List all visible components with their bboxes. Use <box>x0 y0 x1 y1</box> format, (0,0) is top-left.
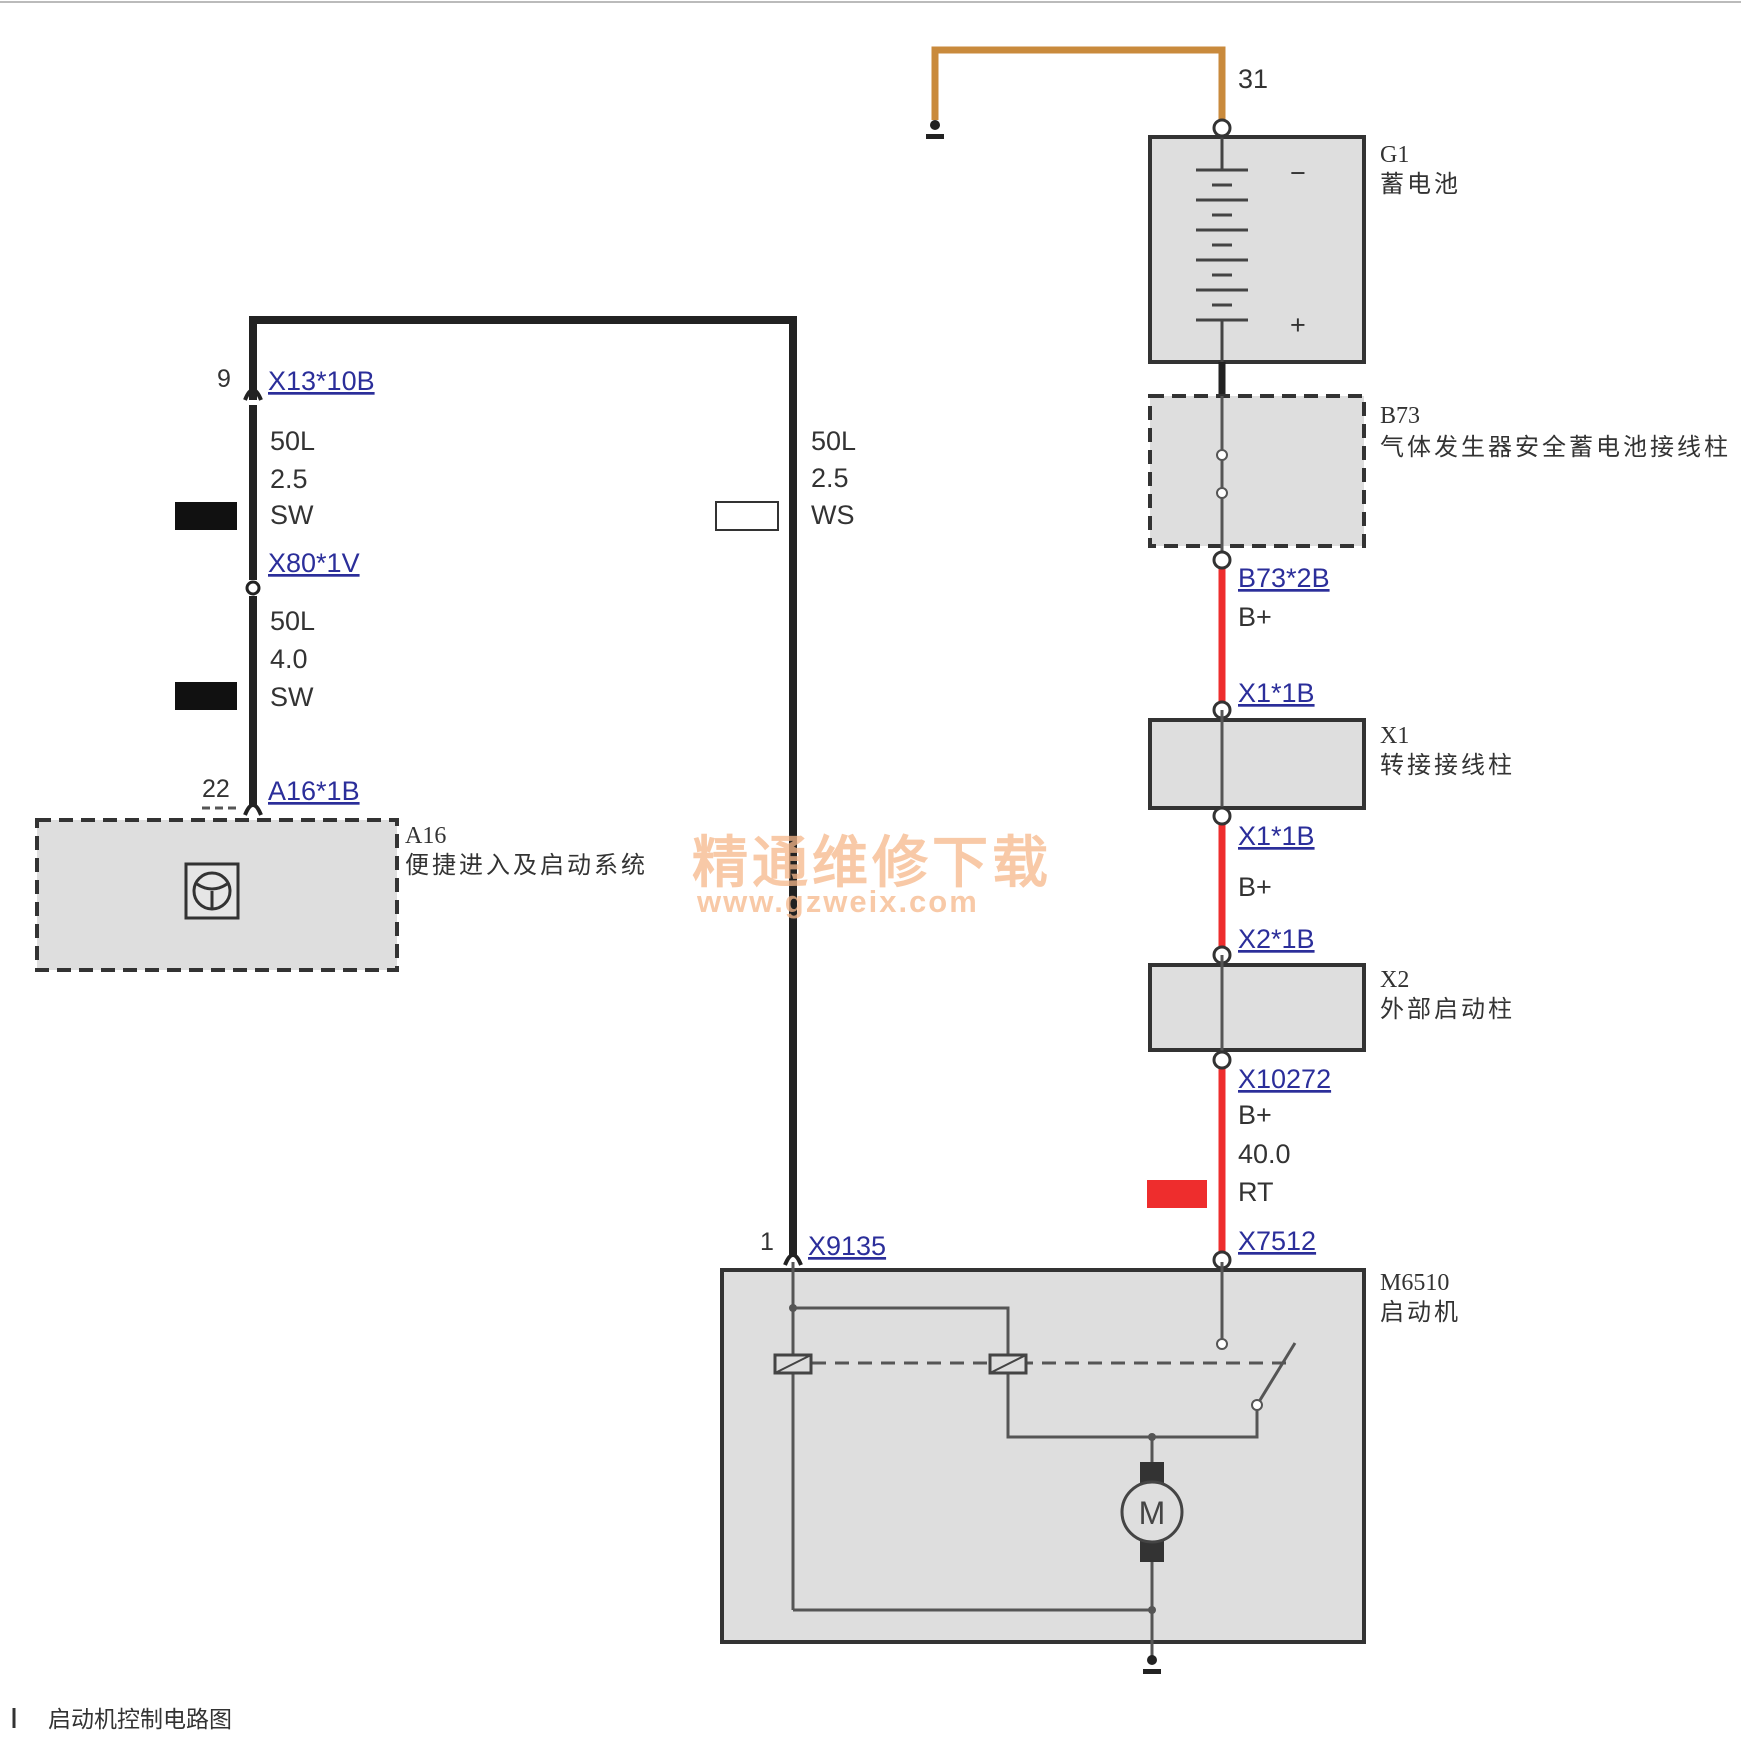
x1-name: 转接接线柱 <box>1380 752 1515 779</box>
junction-dot <box>789 1304 797 1312</box>
battery-icon <box>1196 137 1248 362</box>
x13-10b-label[interactable]: X13*10B <box>268 366 375 396</box>
x1-box[interactable] <box>1148 718 1366 810</box>
watermark-title: 精通维修下载 <box>692 831 1052 894</box>
red1-signal-label: B+ <box>1238 602 1272 632</box>
left-lower-color-label: SW <box>270 682 314 712</box>
x2-name: 外部启动柱 <box>1380 996 1515 1023</box>
b73-name: 气体发生器安全蓄电池接线柱 <box>1380 434 1731 461</box>
b73-2b-connector <box>1212 550 1232 570</box>
switch-pivot <box>1251 1399 1263 1411</box>
x13-10b-connector <box>243 388 263 401</box>
switch-contact <box>1216 1338 1228 1350</box>
x2-1b-label[interactable]: X2*1B <box>1238 924 1315 954</box>
red3-color-label: RT <box>1238 1177 1274 1207</box>
x13-10b-pin: 9 <box>217 365 231 393</box>
ground-icon <box>1143 1655 1161 1674</box>
battery-terminal-31 <box>1212 118 1232 138</box>
starter-id: M6510 <box>1380 1270 1449 1296</box>
x9135-connector <box>783 1253 803 1266</box>
left-upper-size-label: 2.5 <box>270 464 308 494</box>
x9135-pin: 1 <box>760 1228 774 1256</box>
steering-wheel-icon <box>184 862 240 920</box>
x1-1b-top-label[interactable]: X1*1B <box>1238 678 1315 708</box>
motor-icon <box>1120 1462 1184 1562</box>
relay-coil-icon <box>988 1353 1028 1375</box>
x1-1b-bottom-label[interactable]: X1*1B <box>1238 821 1315 851</box>
left-upper-signal-label: 50L <box>270 426 315 456</box>
battery-id: G1 <box>1380 142 1409 168</box>
x9135-label[interactable]: X9135 <box>808 1231 886 1261</box>
a16-1b-label[interactable]: A16*1B <box>268 776 360 806</box>
black-color-swatch <box>175 502 237 530</box>
watermark-url: www.gzweix.com <box>696 884 979 919</box>
left-lower-signal-label: 50L <box>270 606 315 636</box>
x10272-label[interactable]: X10272 <box>1238 1064 1331 1094</box>
red-color-swatch <box>1147 1180 1207 1208</box>
ground-wire[interactable] <box>931 46 1226 128</box>
x2-id: X2 <box>1380 967 1409 993</box>
junction-dot <box>1148 1433 1156 1441</box>
a16-1b-pin: 22 <box>202 775 230 803</box>
x80-1v-label[interactable]: X80*1V <box>268 548 360 578</box>
red2-signal-label: B+ <box>1238 872 1272 902</box>
x2-box[interactable] <box>1148 963 1366 1052</box>
b73-node-1 <box>1216 449 1228 461</box>
battery-plus-label: + <box>1290 310 1306 340</box>
mid-color-label: WS <box>811 500 855 530</box>
x80-1v-connector <box>245 580 261 596</box>
x7512-label[interactable]: X7512 <box>1238 1226 1316 1256</box>
white-color-swatch <box>715 501 779 531</box>
starter-box[interactable] <box>720 1268 1366 1644</box>
black-color-swatch <box>175 682 237 710</box>
b73-node-2 <box>1216 487 1228 499</box>
a16-1b-connector <box>243 803 263 816</box>
mid-signal-label: 50L <box>811 426 856 456</box>
b73-2b-label[interactable]: B73*2B <box>1238 563 1330 593</box>
starter-internal-circuit <box>791 1262 1297 1658</box>
red3-size-label: 40.0 <box>1238 1139 1291 1169</box>
x1-id: X1 <box>1380 723 1409 749</box>
a16-name: 便捷进入及启动系统 <box>405 852 648 879</box>
mid-50l-wire[interactable] <box>249 316 797 1255</box>
red3-signal-label: B+ <box>1238 1100 1272 1130</box>
b73-box[interactable] <box>1148 394 1366 548</box>
diagram-caption: 启动机控制电路图 <box>48 1706 232 1732</box>
mid-size-label: 2.5 <box>811 463 849 493</box>
left-lower-size-label: 4.0 <box>270 644 308 674</box>
battery-minus-label: − <box>1290 158 1306 188</box>
ground-terminal-label: 31 <box>1238 64 1268 94</box>
motor-label: M <box>1139 1495 1166 1531</box>
a16-id: A16 <box>405 823 446 849</box>
left-upper-color-label: SW <box>270 500 314 530</box>
ground-icon <box>926 120 944 139</box>
relay-coil-icon <box>773 1353 813 1375</box>
starter-name: 启动机 <box>1380 1299 1461 1326</box>
battery-box[interactable] <box>1148 135 1366 364</box>
b73-id: B73 <box>1380 403 1420 429</box>
x1-1b-bottom-connector <box>1212 806 1232 826</box>
battery-name: 蓄电池 <box>1380 171 1461 198</box>
x10272-connector <box>1212 1050 1232 1070</box>
junction-dot <box>1148 1606 1156 1614</box>
